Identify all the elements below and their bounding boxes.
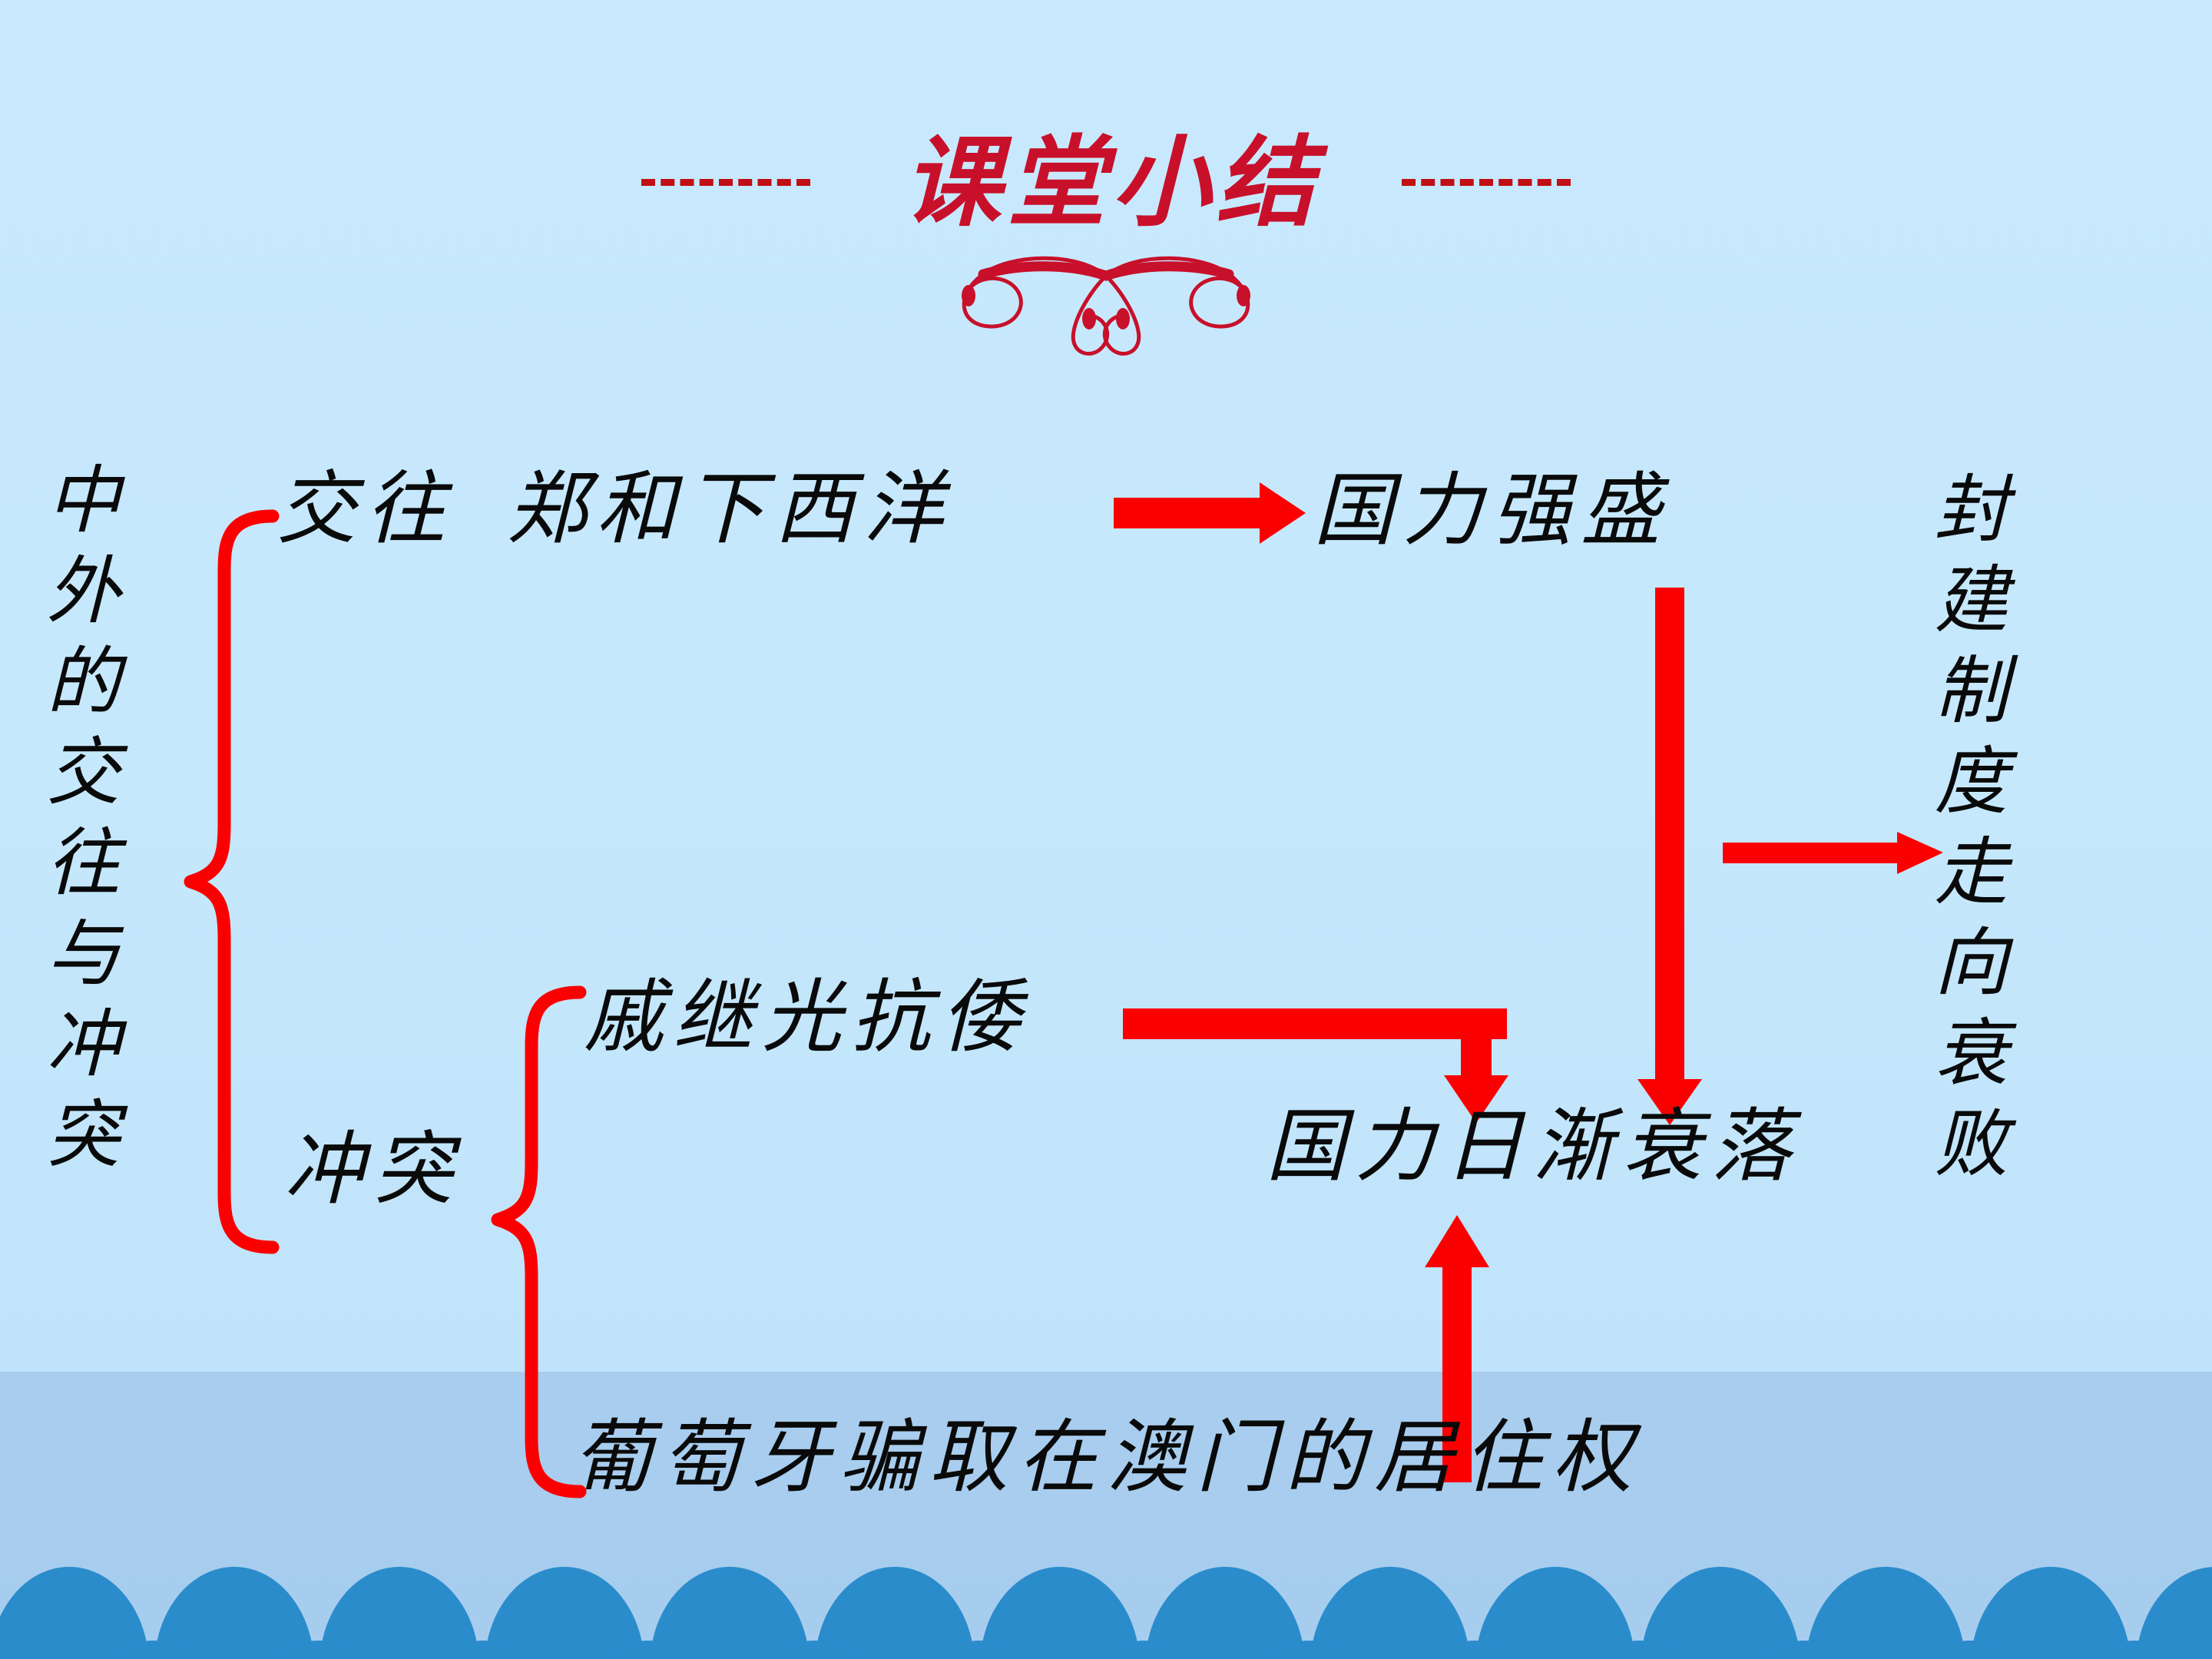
node-guoli-qiangsheng: 国力强盛: [1313, 463, 1671, 557]
node-right-conclusion: 封建制度走向衰败: [1922, 470, 2008, 1195]
node-jiaowang: 交往: [276, 462, 455, 555]
node-qijiguang-kangwo: 戚继光抗倭: [584, 970, 1030, 1064]
node-putaoya-aomen-juzhuquan: 葡萄牙骗取在澳门的居住权: [572, 1410, 1642, 1504]
dashed-rule-right-icon: [1401, 179, 1571, 186]
node-chongtu: 冲突: [284, 1122, 463, 1216]
page-title: 课堂小结: [902, 124, 1321, 240]
background-band-upper: [0, 0, 2212, 1372]
node-left-category-label: 中外的交往与冲突: [34, 461, 120, 1186]
flourish-ornament-icon: [0, 245, 2212, 360]
dashed-rule-left-icon: [641, 179, 811, 186]
node-guoli-rijian-shuailuo: 国力日渐衰落: [1266, 1099, 1801, 1193]
title-block: 课堂小结: [0, 115, 2212, 356]
node-zhenghe-xia-xiyang: 郑和下西洋: [507, 462, 953, 555]
